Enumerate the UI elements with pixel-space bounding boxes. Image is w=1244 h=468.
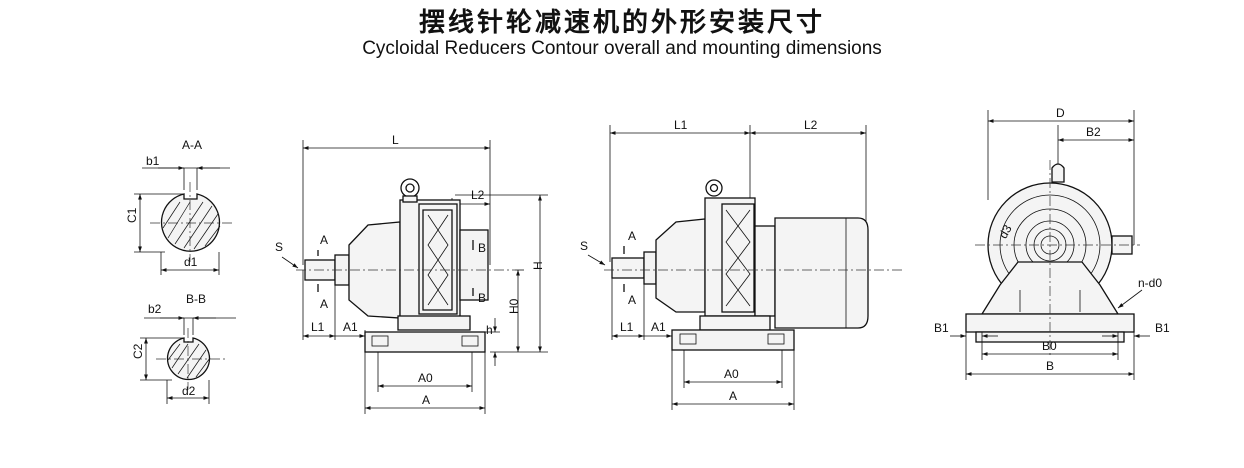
- view1-dim-L: L: [392, 133, 399, 147]
- view1-section-A-top: A: [320, 233, 328, 247]
- section-b-b: B-B b2 C2 d2: [131, 292, 236, 404]
- page-title-english: Cycloidal Reducers Contour overall and m…: [362, 38, 882, 59]
- view2-dim-A0: A0: [724, 367, 739, 381]
- view3-dim-B0: B0: [1042, 339, 1057, 353]
- view3-dim-B2: B2: [1086, 125, 1101, 139]
- view1-dim-A0: A0: [418, 371, 433, 385]
- section-a-a: A-A b1 C1 d1: [125, 138, 234, 275]
- view3-dim-d3: d3: [996, 222, 1015, 241]
- section-a-a-title: A-A: [182, 138, 202, 152]
- view1-section-B-top: B: [478, 241, 486, 255]
- reducer-end-view: D B2 d3 n-d0 B1 B1: [934, 106, 1170, 380]
- view3-dim-B1-left: B1: [934, 321, 949, 335]
- view1-label-S: S: [275, 240, 283, 254]
- section-b-b-c-label: C2: [131, 343, 145, 359]
- view1-section-A-bottom: A: [320, 297, 328, 311]
- view3-dim-D: D: [1056, 106, 1065, 120]
- reducer-side-view: L L2 S A A: [275, 133, 548, 414]
- view3-label-n-d0: n-d0: [1138, 276, 1162, 290]
- section-a-a-c-label: C1: [125, 207, 139, 223]
- view2-section-A-bottom: A: [628, 293, 636, 307]
- view1-dim-A1: A1: [343, 320, 358, 334]
- view2-label-S: S: [580, 239, 588, 253]
- section-b-b-d-label: d2: [182, 384, 196, 398]
- page-title-chinese: 摆线针轮减速机的外形安装尺寸: [418, 8, 825, 38]
- view2-dim-L1: L1: [620, 320, 634, 334]
- view3-dim-B: B: [1046, 359, 1054, 373]
- section-b-b-b-label: b2: [148, 302, 162, 316]
- view2-section-A-top: A: [628, 229, 636, 243]
- section-a-a-shaft: [160, 193, 221, 252]
- view2-dim-A: A: [729, 389, 737, 403]
- view1-section-B-bottom: B: [478, 291, 486, 305]
- reducer-body: [304, 178, 489, 353]
- view2-dim-A1: A1: [651, 320, 666, 334]
- reducer-motor-body: [611, 179, 869, 351]
- view1-dim-H0: H0: [507, 298, 521, 314]
- view2-dim-L1-top: L1: [674, 118, 688, 132]
- view3-dim-B1-right: B1: [1155, 321, 1170, 335]
- section-b-b-title: B-B: [186, 292, 206, 306]
- view1-dim-L1: L1: [311, 320, 325, 334]
- view2-dim-L2: L2: [804, 118, 818, 132]
- section-a-a-b-label: b1: [146, 154, 160, 168]
- view1-dim-h: h: [486, 323, 493, 337]
- view1-dim-A: A: [422, 393, 430, 407]
- reducer-motor-view: L1 L2 S A A L: [580, 118, 905, 410]
- section-a-a-d-label: d1: [184, 255, 198, 269]
- view1-dim-H: H: [531, 261, 545, 270]
